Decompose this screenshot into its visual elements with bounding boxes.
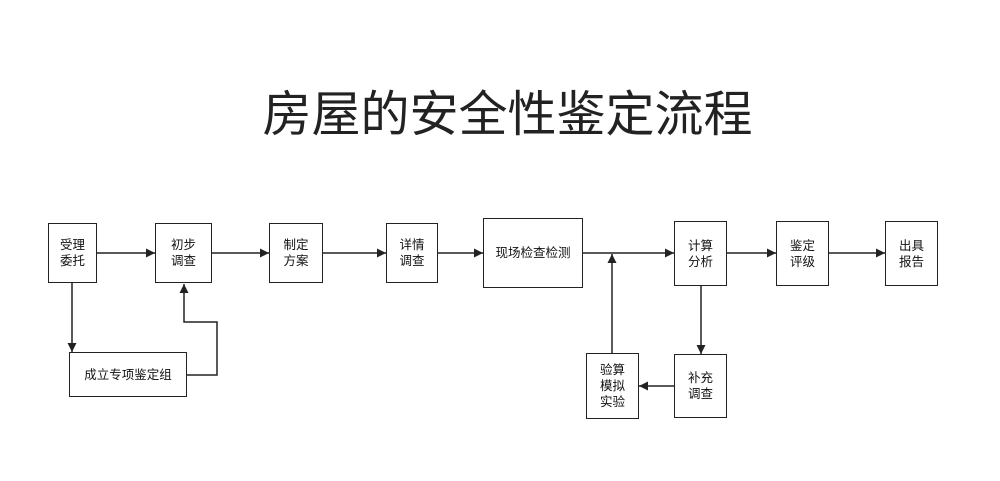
node-label: 初步调查 bbox=[170, 237, 196, 268]
node-label: 成立专项鉴定组 bbox=[84, 366, 172, 382]
node-label: 制定方案 bbox=[283, 237, 309, 268]
node-label: 计算分析 bbox=[687, 237, 713, 269]
node-xianchang-jiancha[interactable]: 现场检查检测 bbox=[483, 218, 583, 288]
diagram-title: 房屋的安全性鉴定流程 bbox=[262, 86, 753, 143]
node-chuju-baogao[interactable]: 出具报告 bbox=[885, 221, 938, 286]
node-label: 受理委托 bbox=[59, 237, 85, 268]
node-label: 出具报告 bbox=[898, 237, 924, 269]
node-chubu-diaocha[interactable]: 初步调查 bbox=[155, 223, 212, 283]
node-label: 鉴定评级 bbox=[789, 237, 815, 269]
node-label: 验算模拟实验 bbox=[599, 362, 625, 409]
node-chengli-zhuanxiang[interactable]: 成立专项鉴定组 bbox=[69, 352, 187, 397]
node-shouli-weituo[interactable]: 受理委托 bbox=[48, 223, 97, 283]
node-label: 详情调查 bbox=[399, 237, 425, 268]
node-buchong-diaocha[interactable]: 补充调查 bbox=[674, 354, 727, 418]
node-yansuan-moni[interactable]: 验算模拟实验 bbox=[586, 353, 639, 419]
node-zhiding-fangan[interactable]: 制定方案 bbox=[269, 223, 323, 283]
node-xiangqing-diaocha[interactable]: 详情调查 bbox=[386, 223, 438, 283]
node-jianding-pingji[interactable]: 鉴定评级 bbox=[776, 221, 829, 286]
node-label: 补充调查 bbox=[687, 370, 713, 401]
node-jisuan-fenxi[interactable]: 计算分析 bbox=[674, 221, 727, 286]
arrow-chengli-to-chubu bbox=[179, 284, 218, 376]
node-label: 现场检查检测 bbox=[495, 245, 571, 260]
